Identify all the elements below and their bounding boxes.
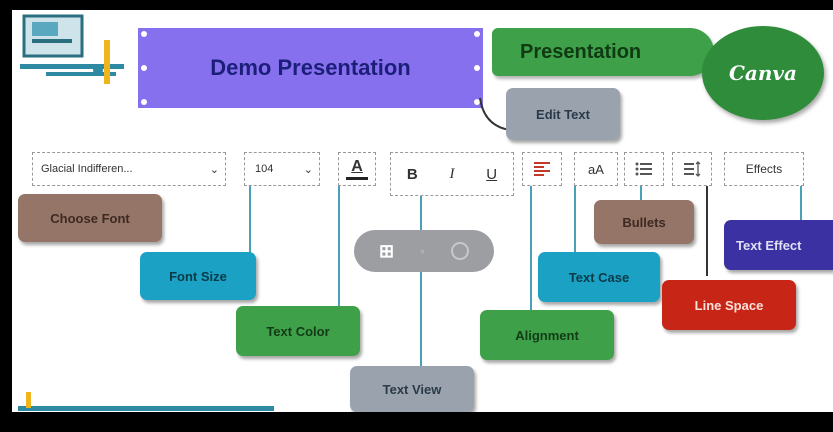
pin-icon[interactable]: ⊞ [378, 240, 395, 261]
text-color-button[interactable]: A [338, 152, 376, 186]
font-size-dropdown[interactable]: 104 ⌄ [244, 152, 320, 186]
bullets-callout: Bullets [594, 200, 694, 244]
leader-line [640, 186, 642, 204]
bold-button[interactable]: B [406, 165, 418, 183]
line-space-label: Line Space [694, 297, 764, 313]
presentation-badge: Presentation [492, 28, 714, 76]
font-size-label: Font Size [169, 268, 227, 284]
text-case-button[interactable]: aA [574, 152, 618, 186]
resize-handle[interactable] [474, 99, 480, 105]
title-text-box[interactable]: Demo Presentation [138, 28, 483, 108]
leader-line [249, 186, 251, 256]
edit-text-connector [479, 97, 511, 131]
link-icon[interactable]: ◦ [420, 243, 426, 259]
presentation-label: Presentation [520, 40, 642, 63]
line-spacing-button[interactable] [672, 152, 712, 186]
edit-text-callout: Edit Text [506, 88, 620, 140]
slide-icon [18, 12, 128, 86]
font-family-dropdown[interactable]: Glacial Indifferen... ⌄ [32, 152, 226, 186]
leader-line [420, 196, 422, 366]
text-effect-callout: Text Effect [724, 220, 833, 270]
font-size-callout: Font Size [140, 252, 256, 300]
resize-handle[interactable] [141, 31, 147, 37]
text-case-label-callout: Text Case [568, 269, 630, 285]
resize-handle[interactable] [141, 99, 147, 105]
page-title: Demo Presentation [210, 55, 411, 80]
effects-label: Effects [745, 162, 783, 176]
resize-handle[interactable] [474, 31, 480, 37]
list-icon [635, 162, 652, 176]
bottom-accent-decoration [26, 392, 31, 408]
text-color-label: Text Color [266, 323, 330, 339]
underline-button[interactable]: U [486, 165, 498, 183]
alignment-button[interactable] [522, 152, 562, 186]
edit-text-label: Edit Text [536, 106, 590, 122]
alignment-callout: Alignment [480, 310, 614, 360]
text-color-icon: A [351, 157, 363, 175]
canva-logo: Canva [702, 26, 824, 120]
leader-line [800, 186, 802, 220]
text-case-callout: Text Case [538, 252, 660, 302]
bullets-button[interactable] [624, 152, 664, 186]
canva-label: Canva [729, 61, 797, 85]
font-size-value: 104 [255, 163, 274, 175]
text-view-label: Text View [382, 381, 442, 397]
italic-button[interactable]: I [449, 165, 455, 182]
color-bar [346, 176, 368, 180]
leader-line [574, 186, 576, 252]
effects-button[interactable]: Effects [724, 152, 804, 186]
floating-menu: ⊞ ◦ [354, 230, 494, 272]
more-icon[interactable] [450, 242, 469, 260]
text-effect-label: Text Effect [736, 237, 802, 253]
choose-font-label: Choose Font [50, 210, 130, 226]
leader-line [338, 186, 340, 308]
text-view-callout: Text View [350, 366, 474, 412]
alignment-label: Alignment [515, 327, 579, 343]
choose-font-callout: Choose Font [18, 194, 162, 242]
text-style-group: B I U [390, 152, 514, 196]
chevron-down-icon: ⌄ [209, 163, 219, 176]
line-spacing-icon [684, 161, 701, 177]
font-family-value: Glacial Indifferen... [41, 163, 133, 175]
resize-handle[interactable] [141, 65, 147, 71]
text-case-label: aA [588, 161, 604, 177]
leader-line [530, 186, 532, 312]
align-icon [534, 162, 550, 176]
resize-handle[interactable] [474, 65, 480, 71]
chevron-down-icon: ⌄ [303, 163, 313, 176]
bottom-bar-decoration [18, 406, 274, 411]
bullets-label: Bullets [622, 214, 666, 230]
leader-line [706, 186, 708, 276]
text-color-callout: Text Color [236, 306, 360, 356]
line-space-callout: Line Space [662, 280, 796, 330]
